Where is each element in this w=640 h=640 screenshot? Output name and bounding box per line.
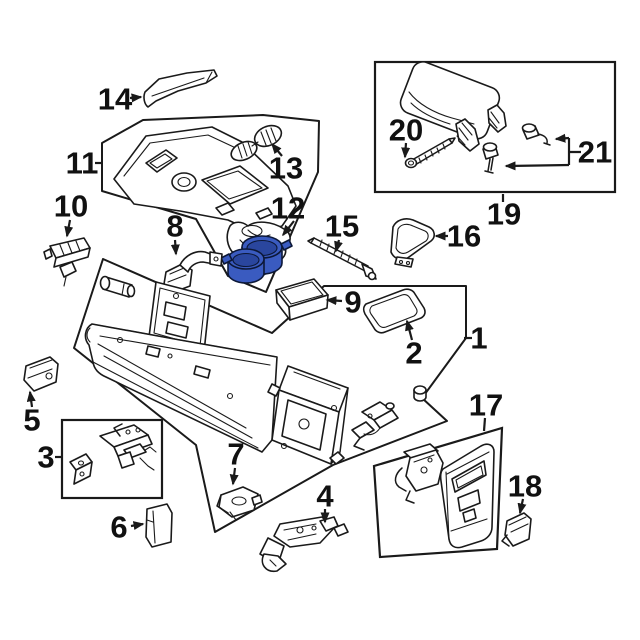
callout-15-arrow bbox=[334, 239, 343, 253]
part-21-latch-pins bbox=[482, 123, 551, 174]
part-4-floor-bracket bbox=[259, 516, 349, 573]
callout-5-label: 5 bbox=[23, 403, 40, 438]
group-box-3 bbox=[60, 418, 164, 500]
callout-12-label: 12 bbox=[271, 191, 305, 226]
callout-17-label: 17 bbox=[469, 388, 503, 423]
part-base-pan bbox=[84, 323, 278, 453]
callout-15-label: 15 bbox=[325, 209, 359, 244]
part-6-flap bbox=[145, 503, 173, 548]
callout-2-arrow bbox=[405, 319, 414, 341]
callout-6-label: 6 bbox=[110, 510, 127, 545]
callout-8-arrow bbox=[170, 239, 180, 256]
callout-14-label: 14 bbox=[98, 82, 133, 117]
part-5-bracket bbox=[23, 356, 59, 392]
callout-8-label: 8 bbox=[166, 209, 183, 244]
part-12v-socket bbox=[99, 275, 136, 298]
part-12-cupholder-highlighted bbox=[220, 235, 293, 284]
part-armrest-lid bbox=[399, 61, 501, 140]
callout-11-label: 11 bbox=[66, 146, 99, 181]
part-17-rear-panel bbox=[439, 443, 495, 549]
box-3-border bbox=[60, 418, 164, 500]
part-15-bolt bbox=[307, 237, 377, 281]
callout-17-tick bbox=[482, 417, 487, 432]
callout-6-arrow bbox=[130, 521, 145, 531]
callout-4-label: 4 bbox=[316, 479, 334, 514]
callout-13-label: 13 bbox=[269, 151, 303, 186]
part-14-trim bbox=[143, 69, 218, 108]
callout-12-arrow bbox=[282, 220, 295, 237]
box-17-border bbox=[372, 426, 504, 559]
callout-10-label: 10 bbox=[54, 189, 88, 224]
callout-2-label: 2 bbox=[405, 336, 422, 371]
part-3-bracket-assembly bbox=[99, 423, 157, 471]
group-1-console-body bbox=[73, 258, 467, 533]
part-2-mat bbox=[362, 288, 426, 334]
part-17-bracket bbox=[394, 443, 444, 504]
callout-7-arrow bbox=[229, 467, 239, 486]
callout-9-arrow bbox=[325, 296, 343, 306]
callout-21-arrow-upper bbox=[554, 133, 570, 143]
callout-1-label: 1 bbox=[470, 321, 487, 356]
part-bushing bbox=[413, 385, 427, 402]
callout-18-label: 18 bbox=[508, 469, 542, 504]
callout-20-arrow bbox=[401, 142, 411, 159]
part-16-boot-ring bbox=[390, 218, 435, 268]
callout-9-label: 9 bbox=[344, 285, 361, 320]
callout-21-label: 21 bbox=[578, 135, 612, 170]
callout-19-label: 19 bbox=[487, 197, 521, 232]
part-18-clip bbox=[501, 512, 532, 547]
part-9-bin bbox=[275, 278, 329, 321]
callout-21-arrow-lower bbox=[504, 161, 570, 171]
group-box-19 bbox=[373, 60, 617, 194]
part-lid-hinge-hooks bbox=[455, 104, 507, 152]
part-7-bracket bbox=[216, 486, 263, 521]
callout-5-arrow bbox=[26, 390, 36, 408]
callout-7-label: 7 bbox=[227, 437, 244, 472]
callouts: 1 2 3 4 5 6 7 8 9 10 11 12 13 14 15 16 1 bbox=[23, 82, 612, 545]
part-20-screw bbox=[404, 137, 456, 169]
part-latch-assembly bbox=[351, 401, 399, 451]
part-rear-bin bbox=[267, 365, 349, 465]
callout-3-label: 3 bbox=[37, 440, 54, 475]
callout-16-label: 16 bbox=[447, 219, 481, 254]
group-box-17 bbox=[372, 426, 504, 559]
callout-20-label: 20 bbox=[389, 113, 423, 148]
box-19-border bbox=[373, 60, 617, 194]
part-10-switch bbox=[43, 237, 91, 287]
callout-14-arrow bbox=[129, 93, 143, 103]
callout-10-arrow bbox=[64, 219, 74, 238]
part-3-angle-clip bbox=[69, 453, 93, 485]
callout-13-arrow bbox=[271, 142, 283, 157]
callout-21-bracket bbox=[567, 138, 581, 165]
part-8-bracket bbox=[163, 250, 223, 293]
callout-18-arrow bbox=[517, 498, 527, 515]
